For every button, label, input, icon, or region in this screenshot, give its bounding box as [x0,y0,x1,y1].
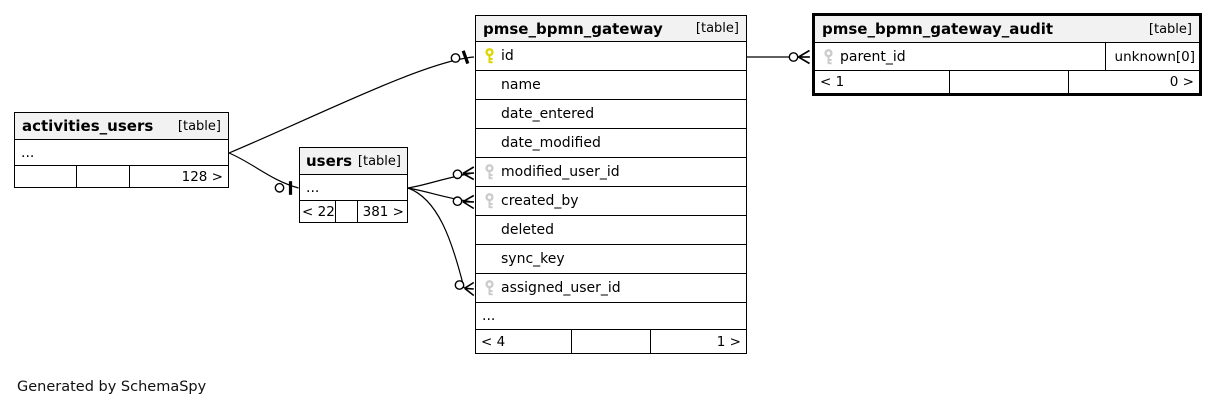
column-name: created_by [501,193,579,209]
column-row-date-entered: date_entered [476,100,746,129]
cardinality-zero-circle [450,53,461,63]
footer-cell [77,166,130,187]
footer-cell: 0 > [1169,74,1194,90]
crow-foot [464,281,475,297]
column-row-modified-user-id: modified_user_id [476,158,746,187]
table-header[interactable]: pmse_bpmn_gateway [table] [476,16,746,42]
generated-by-text: Generated by SchemaSpy [17,379,207,395]
crow-foot [798,49,810,65]
column-row-sync-key: sync_key [476,245,746,274]
column-row-created-by: created_by [476,187,746,216]
footer-cell: < 1 [815,71,950,93]
column-type: unknown[0] [1105,43,1199,70]
ellipsis-row: ... [476,303,746,330]
column-name: id [501,48,514,64]
edge-users-to-gateway-modified-user-id [407,166,475,189]
column-name: deleted [501,222,554,238]
table-tag: [table] [695,21,739,36]
footer-cell: 1 > [716,333,741,350]
table-tag: [table] [177,118,221,134]
foreign-key-icon [824,48,833,64]
table-header[interactable]: pmse_bpmn_gateway_audit [table] [815,16,1199,43]
table-name[interactable]: pmse_bpmn_gateway_audit [822,20,1054,38]
footer-cell: 381 > [362,203,404,220]
edge-users-to-gateway-assigned-user-id [407,187,475,297]
cardinality-zero-circle [454,280,465,290]
table-footer: < 22 381 > [300,201,407,222]
table-tag: [table] [357,153,401,169]
ellipsis-text: ... [306,179,320,196]
column-name: date_modified [501,135,601,151]
cardinality-zero-circle [452,169,463,180]
cardinality-zero-circle [452,196,463,207]
column-row-deleted: deleted [476,216,746,245]
column-row-parent-id: parent_id unknown[0] [815,43,1199,71]
footer-cell [950,71,1069,93]
table-footer: 128 > [15,166,228,187]
crow-foot [462,166,475,181]
foreign-key-icon [485,280,494,296]
ellipsis-text: ... [482,308,496,324]
table-name[interactable]: pmse_bpmn_gateway [483,19,663,38]
footer-cell [15,166,77,187]
footer-cell: < 22 [300,201,336,222]
column-name: modified_user_id [501,164,620,180]
column-name: sync_key [501,251,565,267]
cardinality-zero-circle [788,52,799,62]
table-pmse-bpmn-gateway-audit[interactable]: pmse_bpmn_gateway_audit [table] parent_i… [812,13,1202,96]
table-pmse-bpmn-gateway[interactable]: pmse_bpmn_gateway [table] id name date_e… [475,15,747,354]
cardinality-one-tee [461,50,470,65]
table-header[interactable]: users [table] [300,148,407,175]
table-users[interactable]: users [table] ... < 22 381 > [299,147,408,223]
footer-cell: < 4 [476,330,572,353]
table-name[interactable]: activities_users [22,117,154,135]
table-activities-users[interactable]: activities_users [table] ... 128 > [14,112,229,188]
edge-activities-users-to-users [228,152,299,195]
table-tag: [table] [1148,21,1192,37]
column-name: assigned_user_id [501,280,621,296]
edge-gateway-id-to-audit-parent-id [747,49,810,65]
column-row-date-modified: date_modified [476,129,746,158]
foreign-key-icon [485,193,494,209]
table-footer: < 4 1 > [476,330,746,353]
cardinality-zero-circle [274,182,285,193]
column-row-name: name [476,71,746,100]
crow-foot [462,194,475,210]
primary-key-icon [485,48,494,64]
footer-cell: 128 > [181,168,223,185]
column-row-id: id [476,42,746,71]
foreign-key-icon [485,164,494,180]
footer-cell [336,201,358,222]
footer-cell [572,330,651,353]
edge-activities-users-to-gateway-id [228,50,475,154]
table-name[interactable]: users [306,152,353,170]
table-footer: < 1 0 > [815,71,1199,93]
ellipsis-row: ... [300,175,407,201]
column-name: name [501,77,541,93]
column-row-assigned-user-id: assigned_user_id [476,274,746,303]
edge-users-to-gateway-created-by [407,187,475,210]
column-name: date_entered [501,106,595,122]
ellipsis-text: ... [21,144,35,161]
table-header[interactable]: activities_users [table] [15,113,228,140]
ellipsis-row: ... [15,140,228,166]
column-name: parent_id [840,48,906,65]
